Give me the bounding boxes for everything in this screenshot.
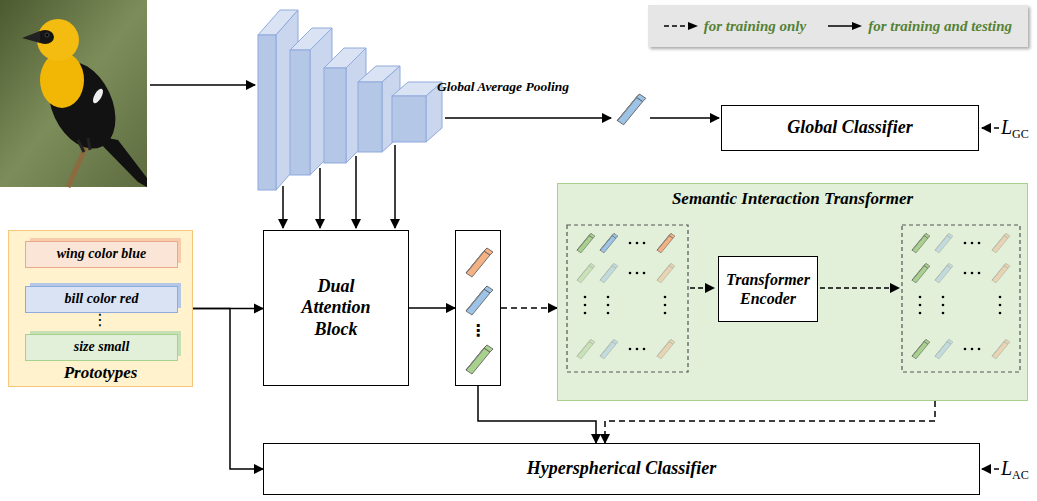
node-text: bill color red (65, 291, 139, 308)
legend-item: for training and testing (828, 17, 1012, 35)
input-arrow (150, 84, 255, 86)
node-text: Transformer Encoder (725, 270, 811, 308)
connector (478, 386, 596, 443)
bird-body (35, 51, 128, 160)
node-text: ⋮ (456, 321, 500, 340)
classifier-box: Hyperspherical Classifier (263, 443, 980, 495)
prototype-panel: Prototypes wing color blue bill color red s… (8, 230, 193, 387)
sample-line (664, 25, 690, 27)
legend-item: for training only (664, 17, 807, 35)
legend-text: for training only (704, 17, 807, 35)
legend-line-sample (664, 20, 698, 32)
bird-photo (0, 0, 147, 187)
loss-symbol: L (1001, 458, 1012, 478)
node-text: wing color blue (57, 246, 146, 263)
sample-head (688, 22, 698, 30)
node-text: Prototypes (9, 363, 192, 383)
feature-column: ⋮ (455, 230, 501, 386)
node-text: Hyperspherical Classifier (527, 458, 717, 480)
pooling-arrow (445, 117, 611, 119)
backbone-network (258, 10, 442, 190)
photo-ground (0, 0, 147, 187)
wing-patch (91, 87, 105, 104)
loss-arrow (982, 468, 999, 470)
classifier-box: Global Classifier (721, 105, 979, 151)
pooled-vector (617, 94, 646, 125)
prototype-token: size small (25, 334, 178, 361)
node-text: Dual Attention Block (286, 276, 386, 341)
encoder-box: Transformer Encoder (718, 256, 818, 322)
feature-arrows (283, 145, 395, 228)
bird-legs (78, 138, 90, 152)
bird-beak (22, 31, 40, 43)
connector (605, 401, 935, 443)
ellipsis: ⋮ (92, 312, 108, 328)
bird-head (37, 19, 79, 61)
legend-line-sample (828, 20, 862, 32)
prototype-token: wing color blue (25, 241, 178, 268)
token-grid-out (912, 234, 1010, 359)
loss-subscript: GC (1012, 128, 1029, 140)
loss-symbol: L (1001, 117, 1012, 137)
attention-block: Dual Attention Block (263, 230, 409, 386)
connector (501, 307, 557, 309)
transformer-panel-ground (557, 183, 1028, 401)
legend-text: for training and testing (868, 17, 1012, 35)
connector (193, 309, 263, 470)
token-grid-frame (567, 225, 1020, 372)
operation-label: Global Average Pooling (437, 80, 569, 94)
legend-box: for training only for training and testin… (648, 5, 1028, 47)
connector (409, 307, 455, 309)
column-slabs (466, 248, 493, 374)
node-text: Global Classifier (787, 117, 913, 139)
prototype-token: bill color red (25, 286, 178, 313)
loss-arrow (982, 127, 999, 129)
node-text: size small (74, 339, 130, 356)
sample-head (852, 22, 862, 30)
vector-arrow (650, 117, 719, 119)
bird-eye (45, 33, 49, 37)
sample-line (828, 25, 854, 27)
node-text: Semantic Interaction Transformer (558, 189, 1027, 209)
loss-subscript: AC (1012, 469, 1029, 481)
token-grid-in (577, 234, 675, 359)
transformer-panel: Semantic Interaction TransformerTransfor… (557, 183, 1028, 401)
